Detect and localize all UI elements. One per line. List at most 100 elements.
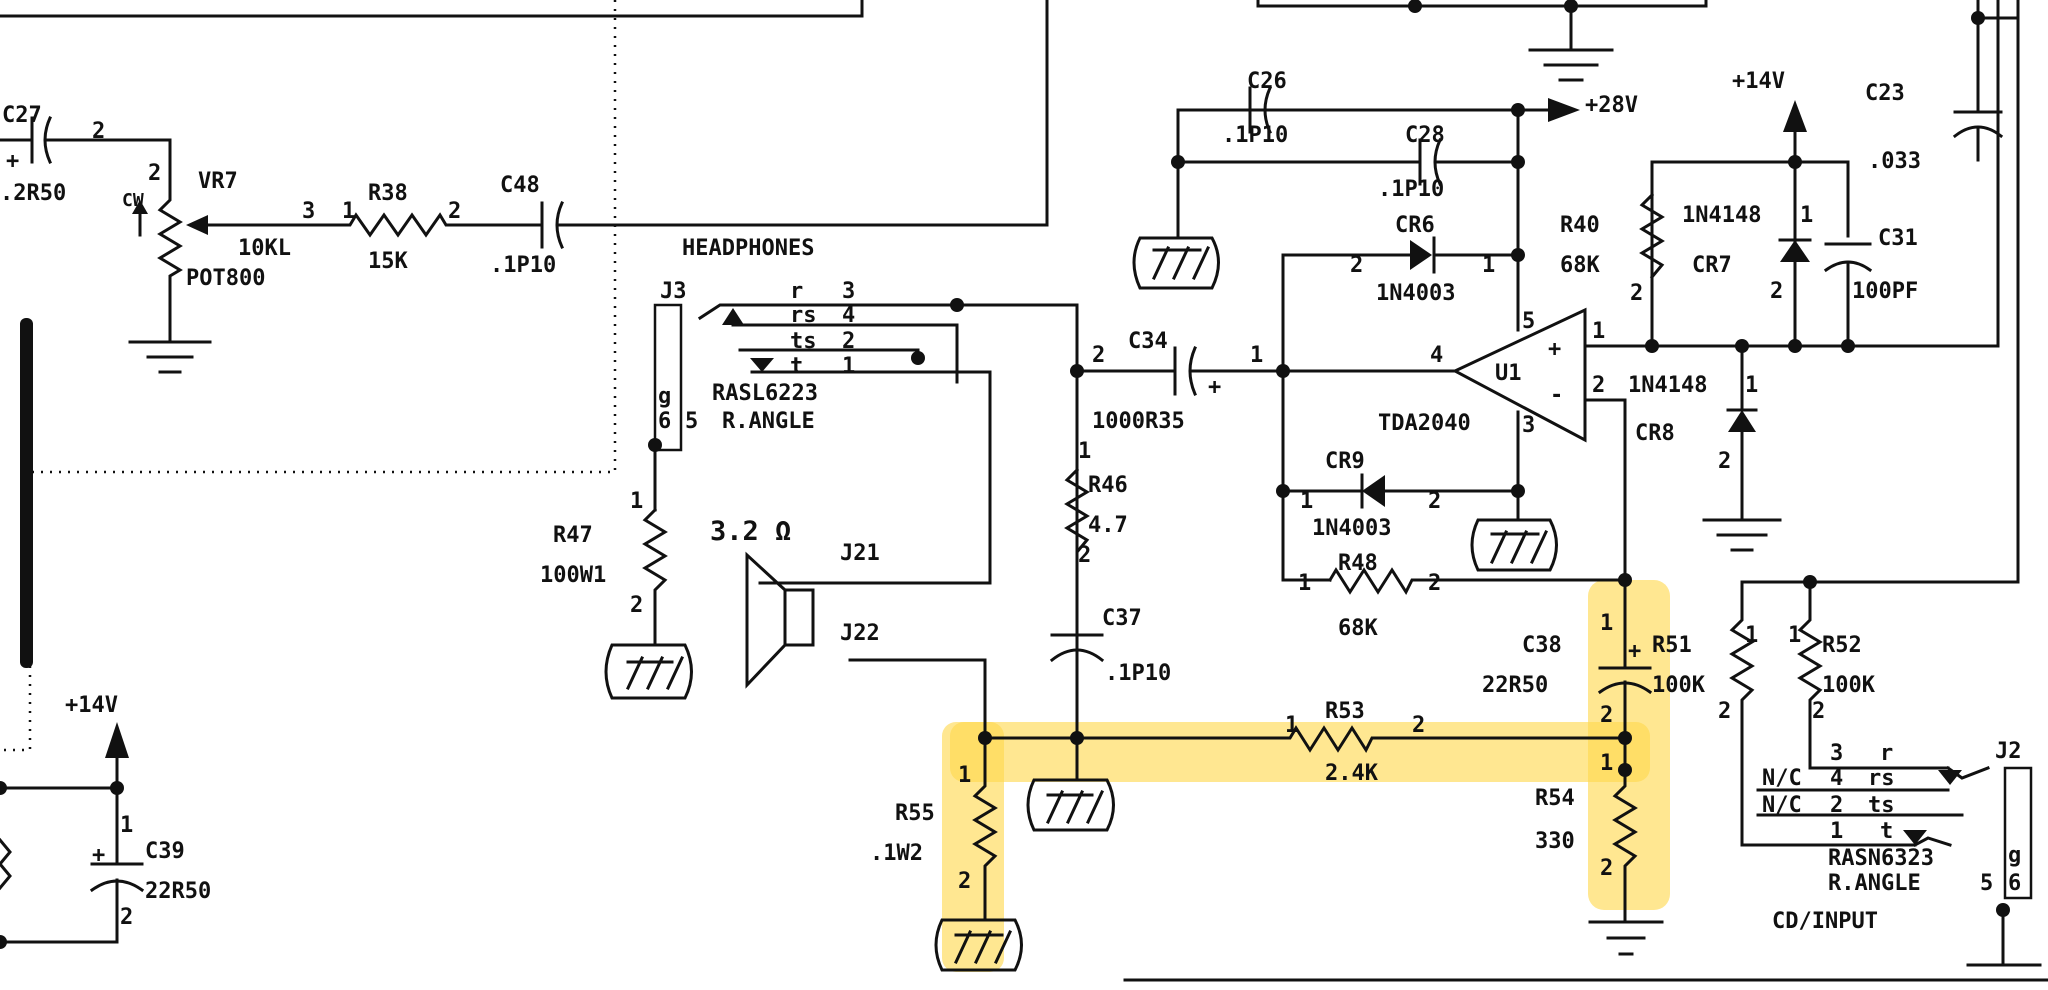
dotted-border [0, 0, 617, 752]
label-c38-value: 22R50 [1482, 673, 1548, 698]
label-c23: C23 [1865, 81, 1905, 106]
output-network [934, 578, 2048, 982]
label-cr6: CR6 [1395, 213, 1435, 238]
label-j2-5: 5 [1980, 871, 1993, 896]
label-vr7: VR7 [198, 169, 238, 194]
label-j2-r: r [1880, 741, 1893, 766]
label-u1-pin2: 2 [1592, 373, 1605, 398]
label-r55-value: .1W2 [870, 841, 923, 866]
label-r48-pin2: 2 [1428, 571, 1441, 596]
label-j2-pin4: 4 [1830, 766, 1843, 791]
label-cr7-pin1: 1 [1800, 203, 1813, 228]
label-u1-part: TDA2040 [1378, 411, 1471, 436]
top-wires [0, 0, 1708, 82]
label-cr8: CR8 [1635, 421, 1675, 446]
label-c39-pin2: 2 [120, 905, 133, 930]
label-j2-pin3: 3 [1830, 741, 1843, 766]
label-c31: C31 [1878, 226, 1918, 251]
label-c34-value: 1000R35 [1092, 409, 1185, 434]
label-vr7-value: 10KL [238, 236, 291, 261]
label-c48-value: .1P10 [490, 253, 556, 278]
label-r51-pin1: 1 [1745, 623, 1758, 648]
label-r53: R53 [1325, 699, 1365, 724]
label-c38-pin1: 1 [1600, 611, 1613, 636]
label-j2-rs: rs [1868, 766, 1895, 791]
label-c37-value: .1P10 [1105, 661, 1171, 686]
label-r54-pin2: 2 [1600, 856, 1613, 881]
label-c39-value: 22R50 [145, 879, 211, 904]
label-r40-pin2: 2 [1630, 281, 1643, 306]
label-j2-nc1: N/C [1762, 766, 1802, 791]
label-r38-pin2: 2 [448, 199, 461, 224]
label-j2-part: RASN6323 [1828, 846, 1934, 871]
label-j2-angle: R.ANGLE [1828, 871, 1921, 896]
label-r54-pin1: 1 [1600, 751, 1613, 776]
label-r55: R55 [895, 801, 935, 826]
label-c34-pin1: 1 [1250, 343, 1263, 368]
label-j3-pin2: 2 [842, 329, 855, 354]
label-r48: R48 [1338, 551, 1378, 576]
label-j3-pin3: 3 [842, 279, 855, 304]
label-c39: C39 [145, 839, 185, 864]
label-j3-angle: R.ANGLE [722, 409, 815, 434]
label-c38-pin2: 2 [1600, 703, 1613, 728]
label-vr7-pin3: 3 [302, 199, 315, 224]
label-c38: C38 [1522, 633, 1562, 658]
label-speaker-impedance: 3.2 Ω [710, 516, 791, 547]
label-j2-6: 6 [2008, 871, 2021, 896]
label-r51-pin2: 2 [1718, 699, 1731, 724]
label-cr9-value: 1N4003 [1312, 516, 1391, 541]
label-r54-value: 330 [1535, 829, 1575, 854]
label-c27-pin: 2 [92, 119, 105, 144]
label-c28-value: .1P10 [1378, 177, 1444, 202]
label-r46-value: 4.7 [1088, 513, 1128, 538]
r46-c37 [1026, 364, 1115, 832]
label-r46-pin1: 1 [1078, 439, 1091, 464]
label-c34-plus: + [1208, 375, 1221, 400]
label-j21: J21 [840, 541, 880, 566]
label-c27-value: .2R50 [0, 181, 66, 206]
label-c26: C26 [1247, 69, 1287, 94]
label-j3: J3 [660, 279, 687, 304]
label-cr9: CR9 [1325, 449, 1365, 474]
label-cr8-pin2: 2 [1718, 449, 1731, 474]
label-u1: U1 [1495, 361, 1522, 386]
label-c34-pin2: 2 [1092, 343, 1105, 368]
label-cr6-value: 1N4003 [1376, 281, 1455, 306]
label-j2-nc2: N/C [1762, 793, 1802, 818]
label-j22: J22 [840, 621, 880, 646]
label-j3-rs: rs [790, 303, 817, 328]
label-cr6-pin2: 2 [1350, 253, 1363, 278]
label-c39-pin1: 1 [120, 813, 133, 838]
label-c38-plus: + [1628, 639, 1641, 664]
label-cr9-pin1: 1 [1300, 489, 1313, 514]
label-cr7-pin2: 2 [1770, 279, 1783, 304]
label-j3-g: g [658, 384, 671, 409]
label-plus14v-top: +14V [1732, 69, 1785, 94]
label-r47-value: 100W1 [540, 563, 606, 588]
label-j2-pin2: 2 [1830, 793, 1843, 818]
label-c37: C37 [1102, 606, 1142, 631]
label-plus14v-left: +14V [65, 693, 118, 718]
label-r55-pin2: 2 [958, 869, 971, 894]
label-cr7-value: 1N4148 [1682, 203, 1761, 228]
label-u1-pin3: 3 [1522, 413, 1535, 438]
label-j2-pin1: 1 [1830, 819, 1843, 844]
input-chain [0, 0, 1049, 374]
label-c27-plus: + [6, 149, 19, 174]
label-cr6-pin1: 1 [1482, 253, 1495, 278]
label-j3-r: r [790, 279, 803, 304]
label-j2-ts: ts [1868, 793, 1895, 818]
label-c34: C34 [1128, 329, 1168, 354]
labels: C27 2 .2R50 + VR7 2 3 10KL POT800 CW R38… [0, 69, 2022, 934]
label-cr7: CR7 [1692, 253, 1732, 278]
label-cr8-value: 1N4148 [1628, 373, 1707, 398]
label-c27: C27 [2, 103, 42, 128]
label-r52-value: 100K [1822, 673, 1876, 698]
label-r53-value: 2.4K [1325, 761, 1379, 786]
label-u1-plus: + [1548, 337, 1561, 362]
label-r55-pin1: 1 [958, 763, 971, 788]
label-j3-pin4: 4 [842, 303, 855, 328]
